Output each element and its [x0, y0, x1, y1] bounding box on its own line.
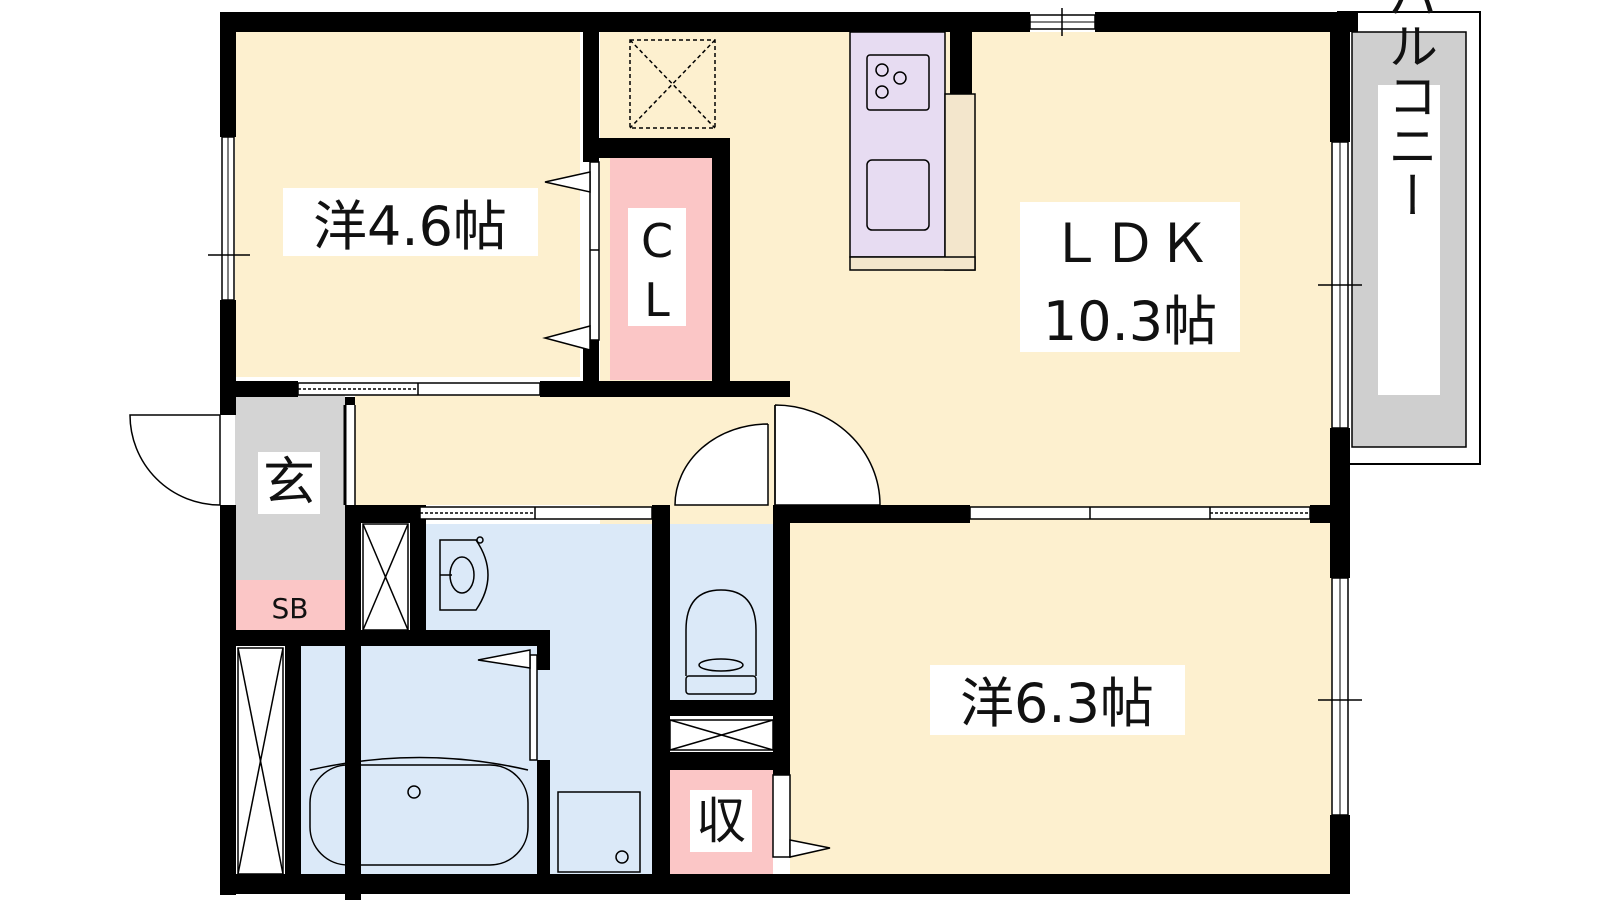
wall-ldk-bottom-right [1310, 505, 1350, 523]
wall-right-upper [1330, 12, 1350, 142]
room-label-ldk-line2: 10.3帖 [1043, 290, 1217, 353]
wall-wash-left [410, 505, 426, 645]
balcony-label: バルコニー [1380, 0, 1438, 220]
wall-right-mid [1330, 428, 1350, 578]
refrigerator-space [629, 39, 716, 129]
wall-left-mid [220, 300, 236, 415]
wall-room1-bottom-right [540, 381, 790, 397]
sliding-doors [297, 382, 1311, 520]
wall-bath-right [537, 630, 550, 670]
room-label-ldk-line1: ＬＤＫ [1049, 212, 1211, 275]
wall-bath-top [285, 630, 550, 646]
wall-left-lower [220, 505, 236, 895]
entrance-door [129, 414, 221, 506]
wall-bottom [220, 874, 1350, 894]
wall-ldk-bottom-left [775, 505, 970, 523]
room-label-western-large: 洋6.3帖 [960, 672, 1154, 735]
entrance-label: 玄 [263, 453, 315, 513]
fixtures [237, 31, 976, 875]
kitchen-counter [849, 31, 946, 258]
shoe-box-label: SB [272, 592, 309, 625]
wall-storage-top [652, 752, 790, 770]
wall-top-left [220, 12, 1030, 32]
wall-closet-top [599, 138, 729, 158]
toilet-door [674, 423, 769, 506]
sliding-door-room3 [969, 506, 1311, 520]
windows [208, 8, 1362, 816]
closet-label-line2: L [644, 273, 670, 327]
kitchen-back [849, 256, 976, 271]
wall-hall-bottom-left [345, 505, 420, 523]
ldk-door [774, 404, 881, 506]
wall-toilet-right [773, 505, 790, 775]
closet-label-line1: C [641, 214, 673, 268]
closet-doors [542, 161, 600, 351]
wall-left-upper [220, 12, 236, 137]
stove-icon [866, 54, 930, 111]
wall-toilet-bottom [652, 700, 790, 716]
toilet-bowl-icon [685, 589, 757, 676]
room-label-western-small: 洋4.6帖 [313, 195, 507, 258]
sliding-door-wash [419, 506, 653, 520]
walls [220, 12, 1358, 900]
sink-icon [866, 159, 930, 231]
storage-label: 収 [696, 792, 746, 850]
wall-room1-right-bottom [583, 340, 599, 390]
kitchen-counter-edge [944, 93, 976, 271]
wall-closet-right [712, 138, 730, 383]
bathroom-floor [300, 646, 538, 874]
wall-toilet-left [652, 505, 670, 894]
labels: 洋4.6帖 C L ＬＤＫ 10.3帖 バルコニー 玄 SB 洋6.3帖 収 [258, 0, 1440, 852]
toilet-tank [685, 675, 757, 695]
washing-machine-space [557, 791, 641, 873]
wall-entrance-right [345, 505, 361, 900]
wall-kitchen-stub [950, 32, 972, 94]
bathtub-icon [309, 764, 529, 866]
wall-room1-bottom-left [236, 381, 298, 397]
swing-doors [129, 404, 881, 506]
wall-bath-left [285, 630, 301, 894]
wall-right-lower [1330, 815, 1350, 894]
shoe-box-fill [235, 580, 345, 630]
wall-hall-left [345, 397, 355, 405]
wall-room1-right-top [583, 32, 599, 162]
wall-top-right [1095, 12, 1358, 32]
wall-bath-right-low [537, 760, 550, 894]
